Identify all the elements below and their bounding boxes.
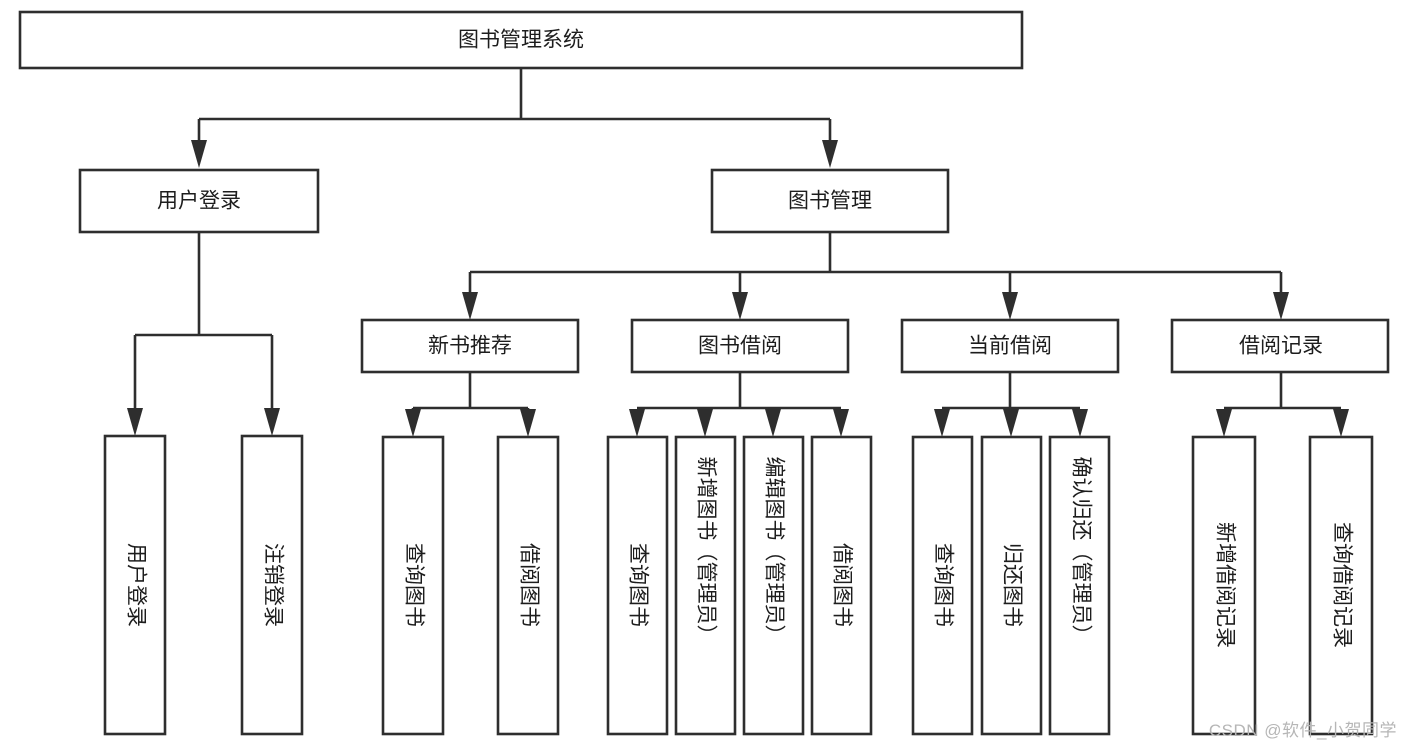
- arrow-head-borrow-record: [1273, 292, 1289, 320]
- arrow-head-leaf-confirm-return: [1072, 409, 1088, 437]
- node-book-management-label: 图书管理: [788, 190, 872, 213]
- node-new-book-recommend-label: 新书推荐: [428, 335, 512, 358]
- leaf-add-book-label: 新增图书（管理员）: [694, 457, 717, 646]
- leaf-query-record-box[interactable]: [1308, 435, 1374, 736]
- leaf-edit-book-box[interactable]: [742, 435, 805, 736]
- leaf-confirm-return-box[interactable]: [1048, 435, 1111, 736]
- leaf-borrow-book-1-label: 借阅图书: [517, 543, 540, 627]
- node-book-management-box[interactable]: [710, 168, 950, 234]
- leaf-user-logout-box[interactable]: [240, 434, 304, 736]
- node-current-borrow[interactable]: 当前借阅: [900, 318, 1120, 374]
- leaf-add-record[interactable]: 新增借阅记录: [1191, 435, 1257, 736]
- leaf-query-record[interactable]: 查询借阅记录: [1308, 435, 1374, 736]
- arrow-head-leaf-add-book: [697, 409, 713, 437]
- leaf-add-book[interactable]: 新增图书（管理员）: [674, 435, 737, 736]
- arrow-head-leaf-return-book: [1003, 409, 1019, 437]
- node-new-book-recommend-box[interactable]: [360, 318, 580, 374]
- node-book-borrow-label: 图书借阅: [698, 335, 782, 358]
- arrow-head-current-borrow: [1002, 292, 1018, 320]
- leaf-borrow-book-2-label: 借阅图书: [830, 543, 853, 627]
- arrow-head-book-borrow: [732, 292, 748, 320]
- node-user-login[interactable]: 用户登录: [78, 168, 320, 234]
- leaf-user-logout[interactable]: 注销登录: [240, 434, 304, 736]
- node-book-borrow-box[interactable]: [630, 318, 850, 374]
- leaf-borrow-book-2-box[interactable]: [810, 435, 873, 736]
- arrow-head-book-management: [822, 140, 838, 168]
- arrow-head-new-book-recommend: [462, 292, 478, 320]
- leaf-query-record-label: 查询借阅记录: [1330, 522, 1353, 648]
- leaf-query-book-2-label: 查询图书: [626, 543, 649, 627]
- arrow-head-user-login: [191, 140, 207, 168]
- arrow-head-leaf-edit-book: [765, 409, 781, 437]
- node-borrow-record-box[interactable]: [1170, 318, 1390, 374]
- leaf-query-book-3-label: 查询图书: [931, 543, 954, 627]
- leaf-query-book-3-box[interactable]: [911, 435, 974, 736]
- node-user-login-label: 用户登录: [157, 190, 241, 213]
- arrow-head-leaf-add-record: [1216, 409, 1232, 437]
- leaf-return-book[interactable]: 归还图书: [980, 435, 1043, 736]
- leaf-borrow-book-2[interactable]: 借阅图书: [810, 435, 873, 736]
- leaf-query-book-1[interactable]: 查询图书: [381, 435, 445, 736]
- arrow-head-leaf-query-book-1: [405, 409, 421, 437]
- leaf-edit-book[interactable]: 编辑图书（管理员）: [742, 435, 805, 736]
- node-borrow-record[interactable]: 借阅记录: [1170, 318, 1390, 374]
- leaf-query-book-2-box[interactable]: [606, 435, 669, 736]
- arrow-head-leaf-query-record: [1333, 409, 1349, 437]
- leaf-return-book-label: 归还图书: [1000, 543, 1023, 627]
- watermark: CSDN @软件_小贺同学: [1208, 721, 1397, 740]
- node-user-login-box[interactable]: [78, 168, 320, 234]
- leaf-user-login-box[interactable]: [103, 434, 167, 736]
- leaf-add-record-label: 新增借阅记录: [1213, 522, 1236, 648]
- leaf-user-login[interactable]: 用户登录: [103, 434, 167, 736]
- connector-layer: [127, 68, 1349, 437]
- node-borrow-record-label: 借阅记录: [1239, 335, 1323, 358]
- leaf-edit-book-label: 编辑图书（管理员）: [762, 457, 785, 646]
- node-new-book-recommend[interactable]: 新书推荐: [360, 318, 580, 374]
- node-book-management[interactable]: 图书管理: [710, 168, 950, 234]
- leaf-query-book-3[interactable]: 查询图书: [911, 435, 974, 736]
- node-root-label: 图书管理系统: [458, 29, 584, 52]
- leaf-user-logout-label: 注销登录: [261, 543, 284, 627]
- leaf-confirm-return[interactable]: 确认归还（管理员）: [1048, 435, 1111, 736]
- leaf-user-login-label: 用户登录: [124, 543, 147, 627]
- leaf-add-book-box[interactable]: [674, 435, 737, 736]
- leaf-add-record-box[interactable]: [1191, 435, 1257, 736]
- leaf-borrow-book-1-box[interactable]: [496, 435, 560, 736]
- arrow-head-leaf-borrow-book-2: [833, 409, 849, 437]
- node-current-borrow-label: 当前借阅: [968, 335, 1052, 358]
- leaf-confirm-return-label: 确认归还（管理员）: [1069, 457, 1092, 646]
- leaf-query-book-1-box[interactable]: [381, 435, 445, 736]
- leaf-query-book-1-label: 查询图书: [402, 543, 425, 627]
- arrow-head-leaf-query-book-3: [934, 409, 950, 437]
- node-book-borrow[interactable]: 图书借阅: [630, 318, 850, 374]
- leaf-borrow-book-1[interactable]: 借阅图书: [496, 435, 560, 736]
- arrow-head-leaf-borrow-book-1: [520, 409, 536, 437]
- node-current-borrow-box[interactable]: [900, 318, 1120, 374]
- arrow-head-leaf-user-login: [127, 408, 143, 436]
- node-root-box[interactable]: [18, 10, 1024, 70]
- arrow-head-leaf-query-book-2: [629, 409, 645, 437]
- leaf-query-book-2[interactable]: 查询图书: [606, 435, 669, 736]
- node-root[interactable]: 图书管理系统: [18, 10, 1024, 70]
- arrow-head-leaf-user-logout: [264, 408, 280, 436]
- leaf-return-book-box[interactable]: [980, 435, 1043, 736]
